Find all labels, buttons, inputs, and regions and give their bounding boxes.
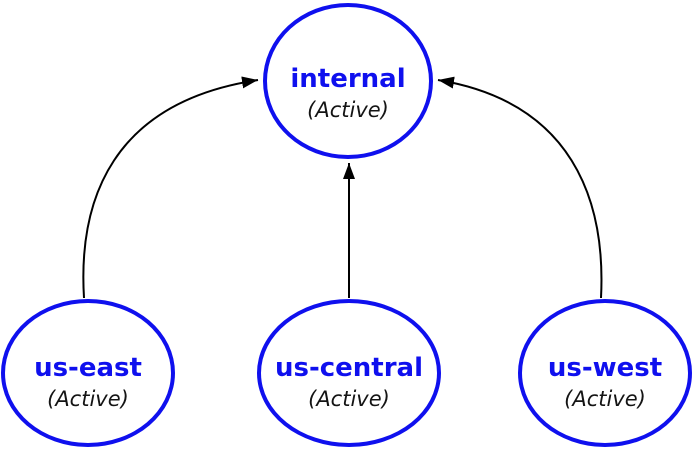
node-text: us-east (Active) bbox=[34, 352, 142, 412]
node-label: us-west bbox=[547, 352, 663, 383]
node-text: us-west (Active) bbox=[547, 352, 663, 412]
node-label: us-east bbox=[34, 352, 142, 383]
node-us-central: us-central (Active) bbox=[257, 299, 441, 447]
node-us-east: us-east (Active) bbox=[1, 299, 175, 447]
node-label: internal bbox=[290, 63, 406, 94]
node-status: (Active) bbox=[47, 386, 129, 411]
edge-us-east-to-internal bbox=[82, 76, 259, 299]
node-label: us-central bbox=[274, 352, 424, 383]
node-text: internal (Active) bbox=[290, 63, 406, 123]
node-status: (Active) bbox=[307, 97, 389, 122]
node-text: us-central (Active) bbox=[274, 352, 424, 412]
node-us-west: us-west (Active) bbox=[518, 299, 692, 447]
node-status: (Active) bbox=[564, 386, 646, 411]
node-internal: internal (Active) bbox=[263, 3, 433, 159]
node-status: (Active) bbox=[308, 386, 390, 411]
edge-us-west-to-internal bbox=[437, 76, 603, 299]
